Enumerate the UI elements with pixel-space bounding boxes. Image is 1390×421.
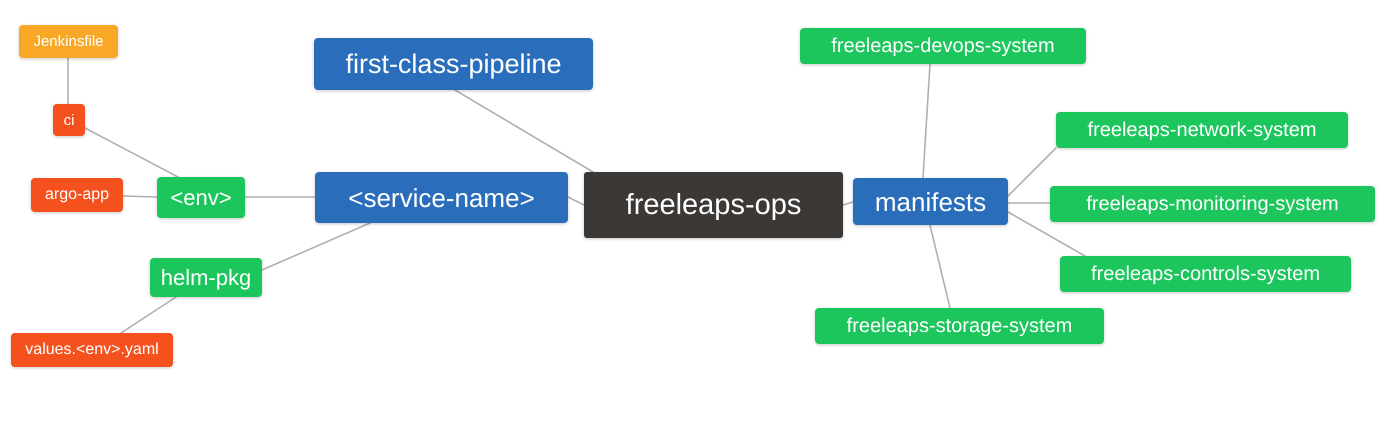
edge-service-name-to-helm-pkg <box>261 222 371 271</box>
edge-manifests-to-freeleaps-storage-system <box>929 224 951 309</box>
node-label-freeleaps-storage-system: freeleaps-storage-system <box>846 315 1073 337</box>
node-label-first-class-pipeline: first-class-pipeline <box>345 48 562 79</box>
node-values-env-yaml[interactable]: values.<env>.yaml <box>11 333 173 367</box>
node-first-class-pipeline[interactable]: first-class-pipeline <box>314 38 593 90</box>
node-manifests[interactable]: manifests <box>853 178 1008 225</box>
node-freeleaps-devops-system[interactable]: freeleaps-devops-system <box>800 28 1086 64</box>
node-label-env: <env> <box>170 184 232 210</box>
node-label-values-env-yaml: values.<env>.yaml <box>25 341 159 358</box>
node-label-freeleaps-devops-system: freeleaps-devops-system <box>831 35 1055 57</box>
edge-freeleaps-ops-to-service-name <box>567 196 585 206</box>
node-freeleaps-monitoring-system[interactable]: freeleaps-monitoring-system <box>1050 186 1375 222</box>
node-label-freeleaps-monitoring-system: freeleaps-monitoring-system <box>1086 193 1339 215</box>
edge-env-to-argo-app <box>122 195 158 198</box>
node-label-manifests: manifests <box>874 186 987 217</box>
node-label-helm-pkg: helm-pkg <box>160 264 252 290</box>
node-label-freeleaps-network-system: freeleaps-network-system <box>1087 119 1317 141</box>
node-argo-app[interactable]: argo-app <box>31 178 123 212</box>
node-label-argo-app: argo-app <box>44 186 110 203</box>
edge-env-to-ci <box>84 127 179 178</box>
node-jenkinsfile[interactable]: Jenkinsfile <box>19 25 118 58</box>
node-freeleaps-controls-system[interactable]: freeleaps-controls-system <box>1060 256 1351 292</box>
node-service-name[interactable]: <service-name> <box>315 172 568 223</box>
edge-manifests-to-freeleaps-network-system <box>1007 147 1057 197</box>
node-freeleaps-storage-system[interactable]: freeleaps-storage-system <box>815 308 1104 344</box>
node-label-jenkinsfile: Jenkinsfile <box>33 33 104 50</box>
edge-helm-pkg-to-values-env-yaml <box>120 296 177 334</box>
node-label-ci: ci <box>63 111 75 129</box>
edge-manifests-to-freeleaps-devops-system <box>922 63 931 179</box>
node-ci[interactable]: ci <box>53 104 85 136</box>
node-freeleaps-network-system[interactable]: freeleaps-network-system <box>1056 112 1348 148</box>
node-freeleaps-ops[interactable]: freeleaps-ops <box>584 172 843 238</box>
node-env[interactable]: <env> <box>157 177 245 218</box>
node-helm-pkg[interactable]: helm-pkg <box>150 258 262 297</box>
node-label-freeleaps-ops: freeleaps-ops <box>625 188 802 221</box>
node-label-service-name: <service-name> <box>348 182 535 213</box>
edge-freeleaps-ops-to-manifests <box>842 201 854 206</box>
edge-freeleaps-ops-to-first-class-pipeline <box>454 89 594 173</box>
node-label-freeleaps-controls-system: freeleaps-controls-system <box>1091 263 1320 285</box>
